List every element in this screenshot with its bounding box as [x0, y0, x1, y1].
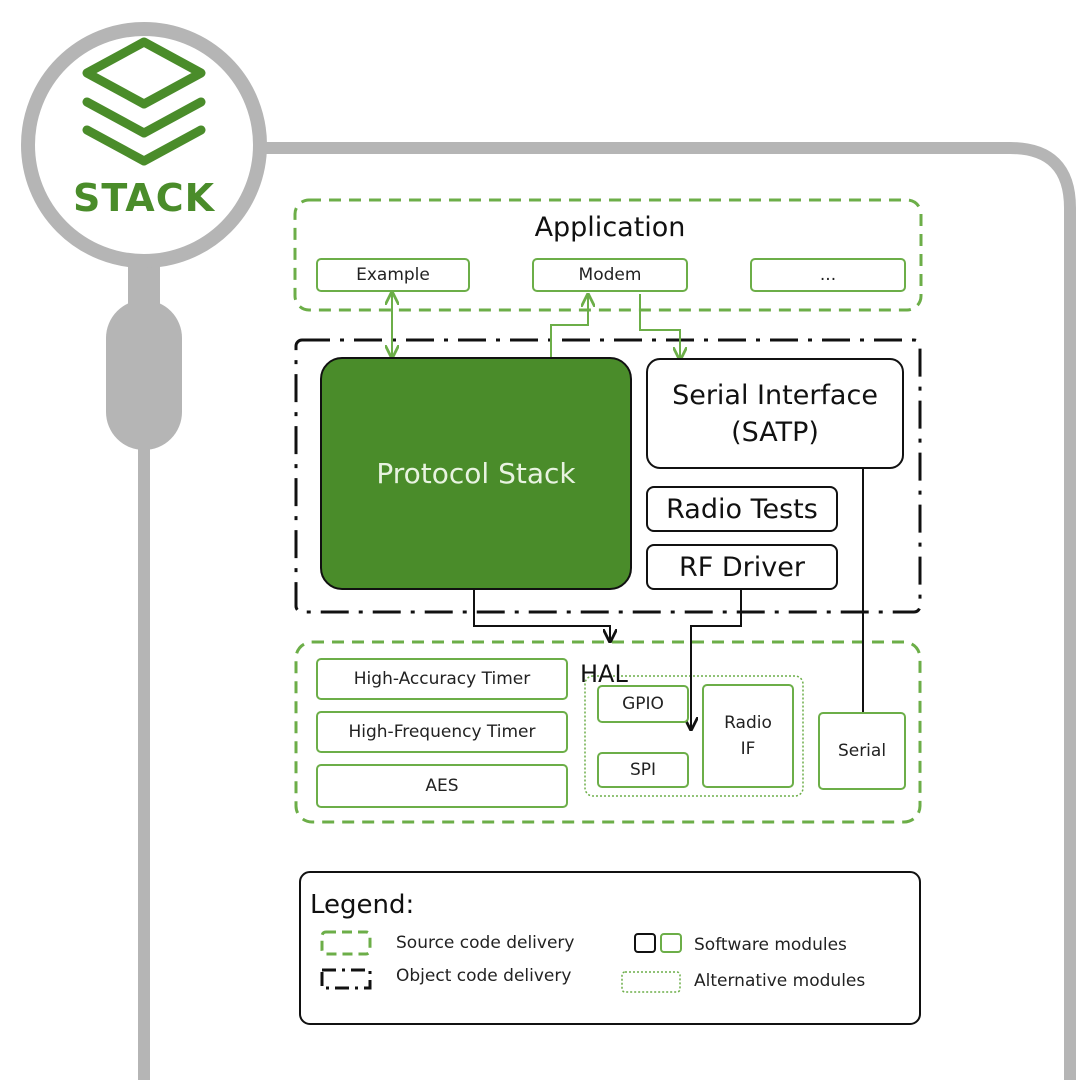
protocol-stack-label: Protocol Stack	[376, 457, 576, 490]
serial-interface-sublabel: (SATP)	[731, 416, 819, 448]
legend-box	[299, 871, 921, 1025]
legend-object-swatch	[320, 968, 372, 990]
alternative-modules-group	[584, 675, 804, 797]
legend-title: Legend:	[310, 890, 415, 920]
stack-modem-connector	[550, 296, 588, 357]
legend-source-code: Source code delivery	[396, 933, 575, 953]
module-modem: Modem	[532, 258, 688, 292]
modem-serial-interface-connector	[639, 294, 680, 358]
legend-software-green-swatch	[660, 933, 682, 953]
high-accuracy-timer: High-Accuracy Timer	[316, 658, 568, 700]
legend-object-code: Object code delivery	[396, 966, 572, 986]
legend-source-swatch	[320, 930, 372, 956]
stack-badge-label: STACK	[72, 176, 216, 220]
radio-if-label: Radio	[724, 713, 772, 733]
application-title: Application	[534, 212, 686, 243]
gpio-module: GPIO	[597, 685, 689, 723]
serial-interface-label: Serial Interface	[672, 379, 878, 411]
rf-driver-radio-if-connector	[691, 590, 742, 728]
protocol-stack-box: Protocol Stack	[320, 357, 632, 590]
radio-if-sublabel: IF	[740, 739, 756, 759]
module-example: Example	[316, 258, 470, 292]
object-code-boundary	[294, 338, 922, 614]
rf-driver-box: RF Driver	[646, 544, 838, 590]
outer-frame	[138, 142, 1076, 1080]
hal-title: HAL	[580, 660, 628, 688]
legend-alternative-swatch	[621, 971, 681, 993]
legend-alternative-modules: Alternative modules	[694, 971, 866, 991]
radio-if-module: Radio IF	[702, 684, 794, 788]
spi-module: SPI	[597, 752, 689, 788]
module-more: ...	[750, 258, 906, 292]
legend-software-modules: Software modules	[694, 935, 847, 955]
application-boundary	[293, 198, 923, 312]
legend-software-black-swatch	[634, 933, 656, 953]
serial-interface-box: Serial Interface (SATP)	[646, 358, 904, 469]
aes-module: AES	[316, 764, 568, 808]
hal-boundary	[294, 640, 922, 824]
stack-layers-icon	[82, 37, 206, 166]
serial-module: Serial	[818, 712, 906, 790]
stack-hal-connector	[473, 590, 610, 640]
magnifier-lens	[21, 22, 267, 268]
radio-tests-box: Radio Tests	[646, 486, 838, 532]
magnifier-handle	[106, 300, 182, 450]
high-frequency-timer: High-Frequency Timer	[316, 711, 568, 753]
